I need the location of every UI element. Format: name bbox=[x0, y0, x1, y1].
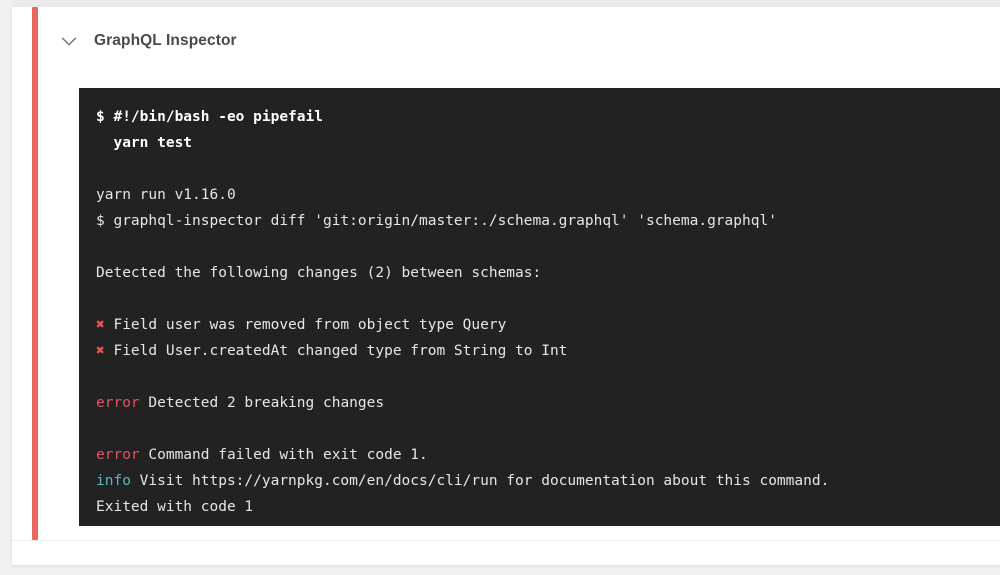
log-level-error: error bbox=[96, 447, 140, 463]
page-top-strip bbox=[12, 0, 1000, 7]
log-line: yarn test bbox=[96, 135, 193, 151]
log-line: $ #!/bin/bash -eo pipefail bbox=[96, 109, 323, 125]
log-line: Detected the following changes (2) betwe… bbox=[96, 265, 542, 281]
log-line-text: Detected 2 breaking changes bbox=[139, 395, 385, 411]
job-status-accent-bar bbox=[32, 7, 38, 540]
log-level-info: info bbox=[96, 473, 131, 489]
terminal-output[interactable]: $ #!/bin/bash -eo pipefail yarn test yar… bbox=[79, 88, 1000, 526]
log-line: error Detected 2 breaking changes bbox=[96, 390, 994, 416]
log-line-text: Visit https://yarnpkg.com/en/docs/cli/ru… bbox=[130, 473, 830, 489]
log-line-blank bbox=[96, 416, 994, 442]
log-line: error Command failed with exit code 1. bbox=[96, 442, 994, 468]
job-title: GraphQL Inspector bbox=[94, 32, 237, 49]
log-level-error: error bbox=[96, 395, 140, 411]
log-line: Exited with code 1 bbox=[96, 499, 254, 515]
log-line: $ graphql-inspector diff 'git:origin/mas… bbox=[96, 213, 777, 229]
breaking-change-cross-icon: ✖ bbox=[96, 343, 105, 359]
log-line: info Visit https://yarnpkg.com/en/docs/c… bbox=[96, 468, 994, 494]
log-line-blank bbox=[96, 364, 994, 390]
breaking-change-cross-icon: ✖ bbox=[96, 317, 105, 333]
log-line: ✖ Field User.createdAt changed type from… bbox=[96, 338, 994, 364]
log-line: ✖ Field user was removed from object typ… bbox=[96, 312, 994, 338]
log-line-text: Field user was removed from object type … bbox=[104, 317, 507, 333]
chevron-down-icon[interactable] bbox=[58, 30, 80, 52]
log-line-text: Field User.createdAt changed type from S… bbox=[104, 343, 568, 359]
log-line-text: Command failed with exit code 1. bbox=[139, 447, 428, 463]
log-line-blank bbox=[96, 234, 994, 260]
job-header-toggle[interactable]: GraphQL Inspector bbox=[58, 21, 237, 61]
log-line-blank bbox=[96, 286, 994, 312]
job-log-card: GraphQL Inspector $ #!/bin/bash -eo pipe… bbox=[12, 7, 1000, 565]
log-line: yarn run v1.16.0 bbox=[96, 187, 236, 203]
card-bottom-divider bbox=[12, 540, 1000, 541]
log-line-blank bbox=[96, 156, 994, 182]
